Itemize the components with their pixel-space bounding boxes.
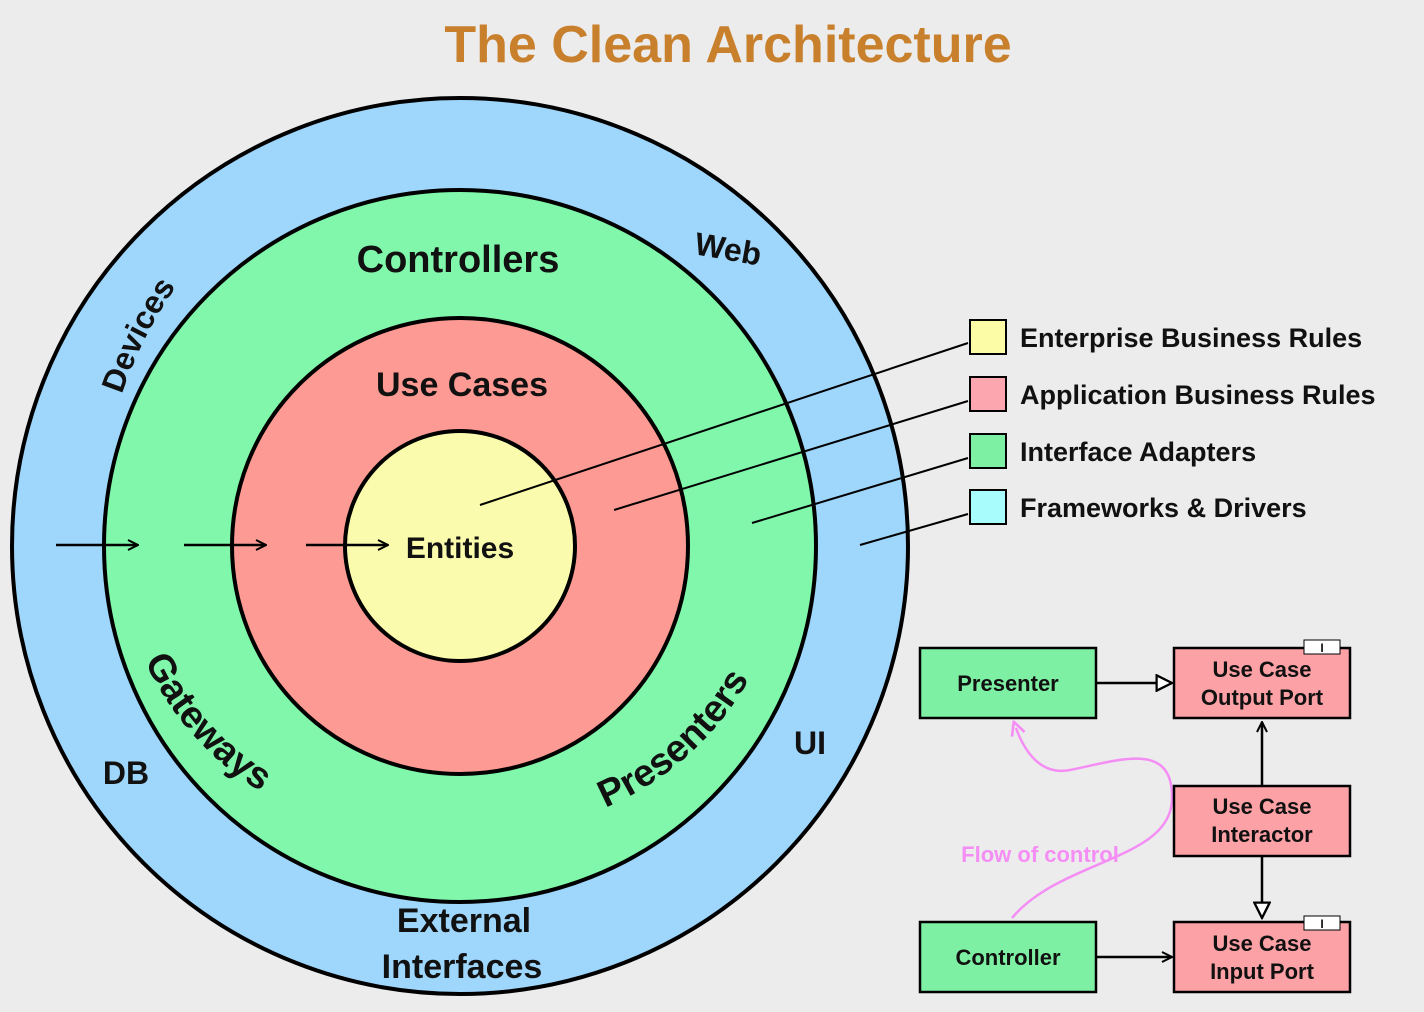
interface-marker-output: I xyxy=(1303,639,1341,655)
svg-text:I: I xyxy=(1320,917,1323,931)
output-port-label-line2: Output Port xyxy=(1201,685,1324,710)
input-port-label-line1: Use Case xyxy=(1212,931,1311,956)
legend-label-adapters: Interface Adapters xyxy=(1020,437,1256,467)
interactor-label-line1: Use Case xyxy=(1212,794,1311,819)
output-port-label-line1: Use Case xyxy=(1212,657,1311,682)
interface-marker-input: I xyxy=(1303,915,1341,931)
db-label: DB xyxy=(103,755,149,791)
use-case-output-port-box xyxy=(1172,646,1352,720)
use-case-interactor-box xyxy=(1172,784,1352,858)
external-label-line1: External xyxy=(397,902,531,940)
use-case-input-port-box xyxy=(1172,920,1352,994)
legend-leader-line xyxy=(859,513,969,546)
external-label-line2: Interfaces xyxy=(382,948,543,986)
legend-leader-line xyxy=(613,400,969,511)
legend-label-frameworks: Frameworks & Drivers xyxy=(1020,493,1307,523)
presenter-box-label: Presenter xyxy=(957,671,1059,696)
flow-of-control-label: Flow of control xyxy=(961,842,1119,867)
legend-swatch-adapters xyxy=(969,433,1007,469)
interactor-label-line2: Interactor xyxy=(1211,822,1313,847)
page-title: The Clean Architecture xyxy=(444,16,1011,74)
entities-label: Entities xyxy=(406,532,514,565)
svg-text:I: I xyxy=(1320,641,1323,655)
presenter-box xyxy=(918,646,1098,720)
legend-leader-line xyxy=(479,342,969,506)
ui-label: UI xyxy=(794,725,826,761)
legend-swatch-application xyxy=(969,376,1007,412)
legend-swatch-enterprise xyxy=(969,319,1007,355)
legend-label-enterprise: Enterprise Business Rules xyxy=(1020,323,1362,353)
legend-leader-line xyxy=(751,457,969,524)
use-cases-label: Use Cases xyxy=(376,366,548,404)
controller-box-label: Controller xyxy=(955,945,1061,970)
controllers-label: Controllers xyxy=(357,239,560,281)
legend-swatch-frameworks xyxy=(969,489,1007,525)
input-port-label-line2: Input Port xyxy=(1210,959,1315,984)
flow-of-control-curve xyxy=(1012,728,1174,919)
legend-label-application: Application Business Rules xyxy=(1020,380,1376,410)
